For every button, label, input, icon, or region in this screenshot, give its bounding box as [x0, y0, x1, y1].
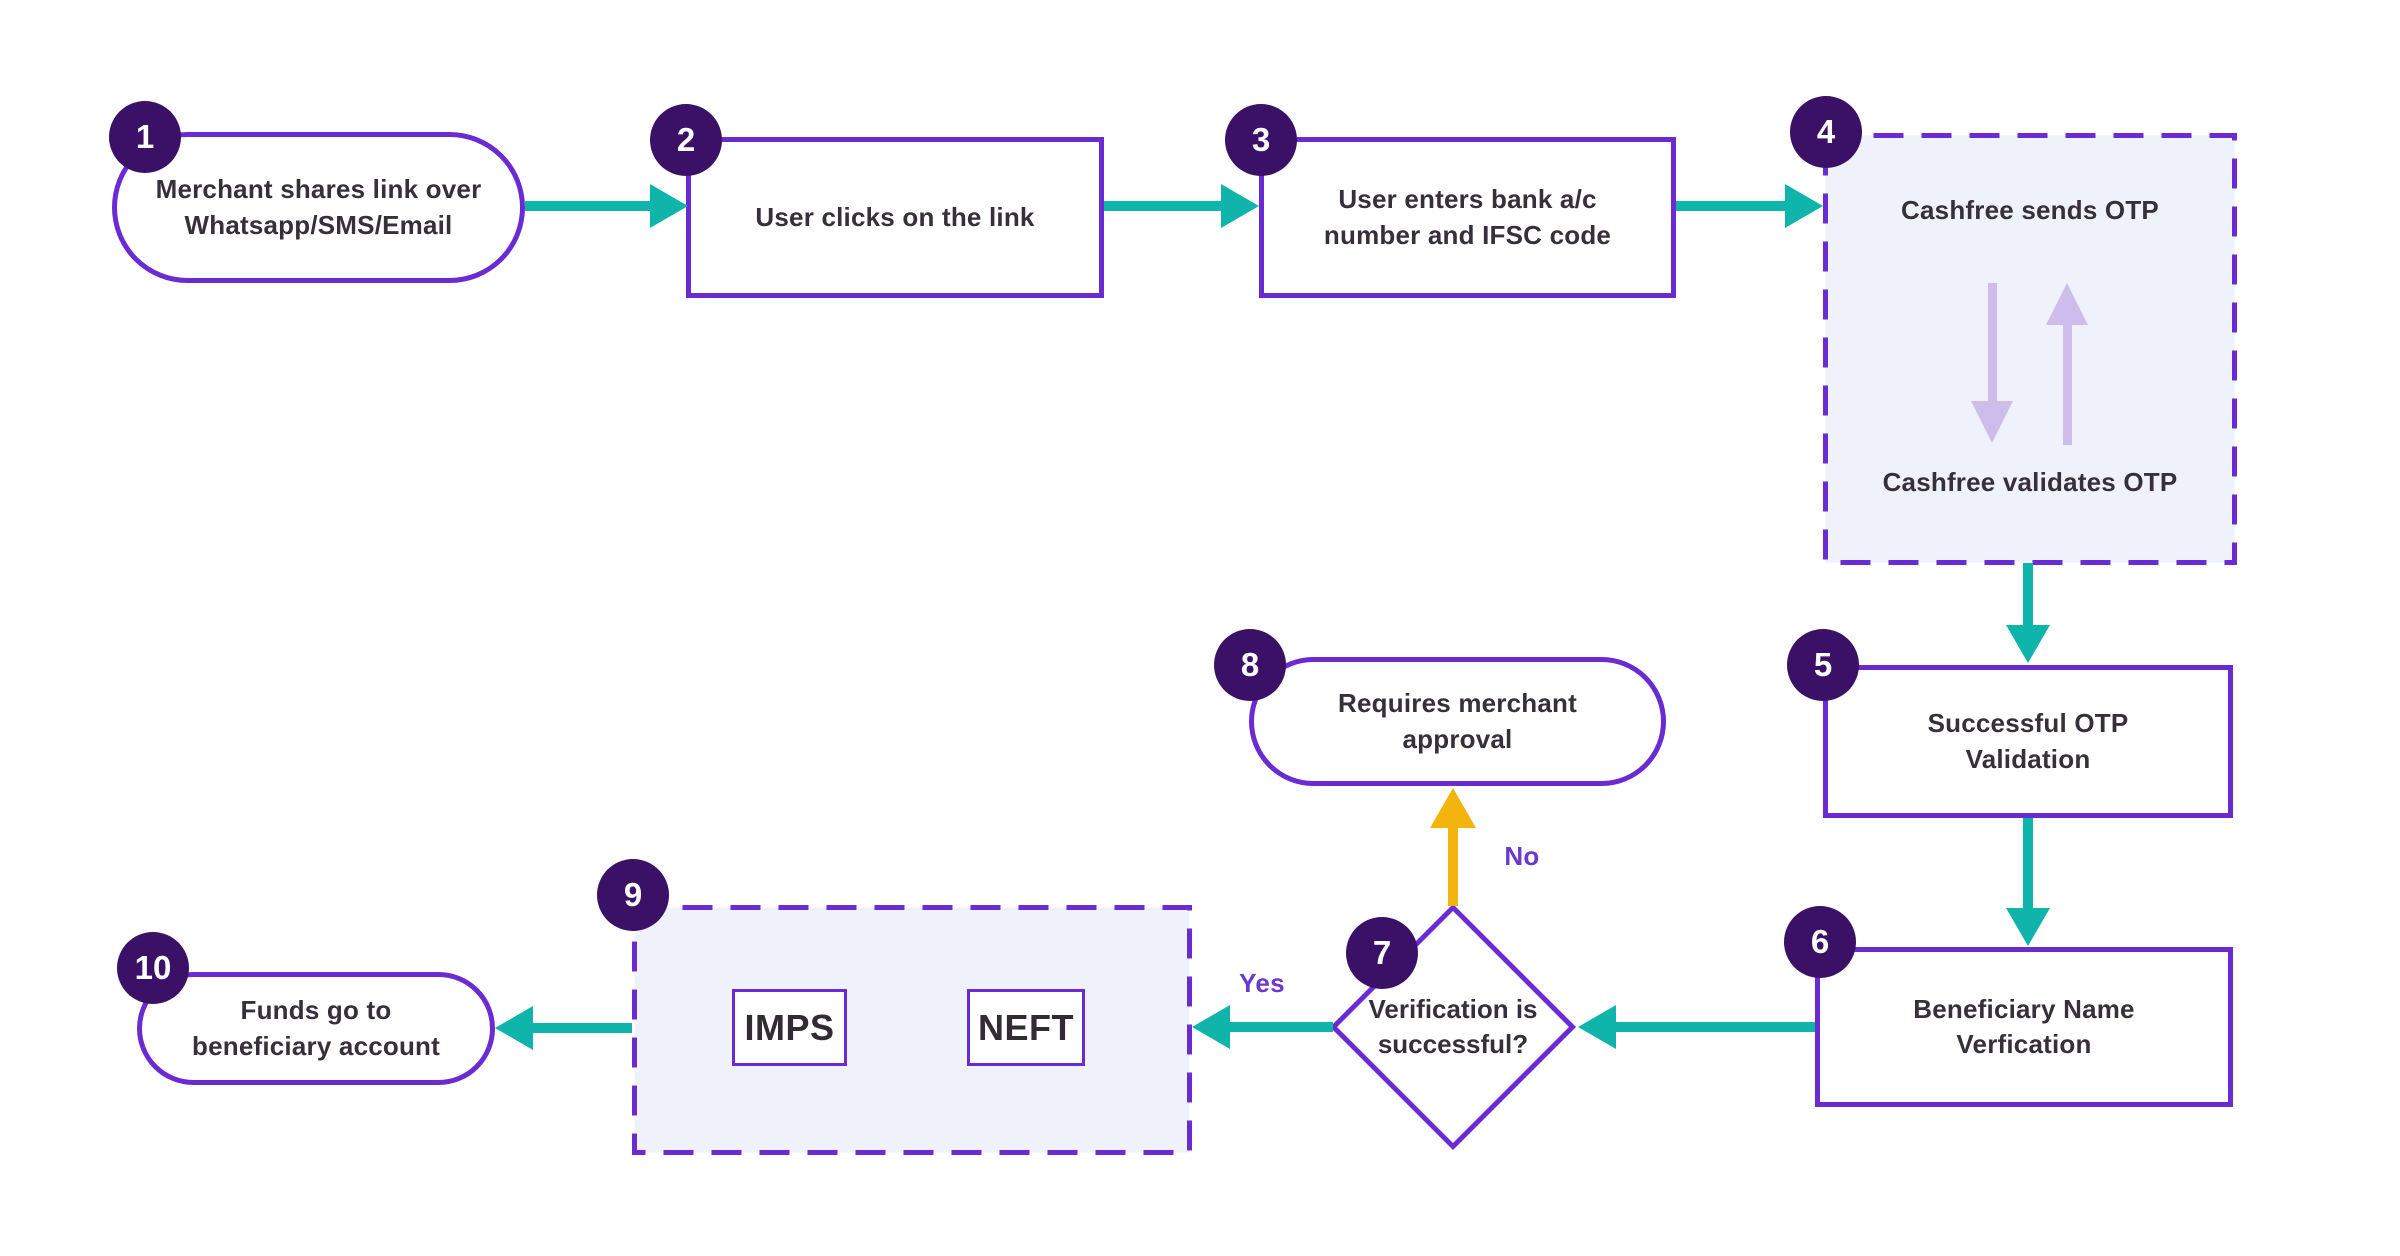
node-label-line: Requires merchant: [1338, 688, 1577, 719]
arrow-yes-head: [1192, 1005, 1230, 1049]
neft-box: NEFT: [967, 989, 1085, 1066]
node-otp-validated: Successful OTP Validation: [1823, 665, 2233, 818]
node-label-line: number and IFSC code: [1323, 219, 1612, 250]
arrow-yes-shaft: [1228, 1022, 1333, 1032]
node-payout-rails-panel: IMPS NEFT: [632, 905, 1192, 1155]
arrow-5-6-shaft: [2023, 818, 2033, 912]
badge-number: 5: [1813, 646, 1833, 683]
node-label-line: Whatsapp/SMS/Email: [184, 209, 453, 240]
node-label-line: beneficiary account: [192, 1030, 440, 1061]
badge-number: 6: [1810, 923, 1830, 960]
badge-number: 10: [134, 949, 172, 986]
badge-number: 2: [676, 121, 696, 158]
arrow-no-shaft: [1448, 826, 1458, 906]
step-badge-6: 6: [1784, 906, 1856, 978]
node-otp-exchange-panel: Cashfree sends OTP Cashfree validates OT…: [1823, 133, 2237, 565]
node-label-line: Beneficiary Name: [1913, 993, 2135, 1024]
edge-label-yes: Yes: [1239, 968, 1285, 998]
node-beneficiary-name-verification: Beneficiary Name Verfication: [1815, 947, 2233, 1107]
node-user-clicks-link: User clicks on the link: [686, 137, 1104, 298]
arrow-2-3-shaft: [1104, 201, 1224, 211]
arrow-3-4-head: [1785, 184, 1823, 228]
node-funds-to-beneficiary: Funds go to beneficiary account: [137, 972, 495, 1085]
step-badge-9: 9: [597, 859, 669, 931]
arrow-4-5-head: [2006, 625, 2050, 663]
badge-number: 4: [1816, 113, 1836, 150]
badge-number: 8: [1240, 646, 1260, 683]
node-label-line: approval: [1402, 723, 1513, 754]
step-badge-8: 8: [1214, 629, 1286, 701]
step-badge-10: 10: [117, 932, 189, 1004]
node-label-line: Funds go to: [240, 995, 392, 1026]
node-label-line: User clicks on the link: [755, 201, 1035, 232]
arrow-1-2-head: [650, 184, 688, 228]
dashed-border: [632, 905, 1192, 1155]
badge-number: 7: [1372, 934, 1392, 971]
otp-down-arrow-shaft: [1988, 283, 1997, 403]
node-label-line: User enters bank a/c: [1338, 184, 1597, 215]
node-enter-bank-details: User enters bank a/c number and IFSC cod…: [1259, 137, 1676, 298]
arrow-9-10-head: [495, 1006, 533, 1050]
step-badge-4: 4: [1790, 96, 1862, 168]
otp-down-arrow-head: [1971, 401, 2013, 443]
step-badge-5: 5: [1787, 629, 1859, 701]
node-merchant-approval: Requires merchant approval: [1249, 657, 1666, 786]
arrow-5-6-head: [2006, 908, 2050, 946]
edge-label-no: No: [1504, 841, 1540, 871]
otp-up-arrow-shaft: [2063, 325, 2072, 445]
arrow-4-5-shaft: [2023, 563, 2033, 628]
arrow-no-head: [1430, 788, 1476, 828]
step-badge-2: 2: [650, 104, 722, 176]
node-label-line: Verification is: [1368, 994, 1538, 1024]
arrow-6-7-head: [1578, 1005, 1616, 1049]
imps-box: IMPS: [732, 989, 847, 1066]
otp-validate-label: Cashfree validates OTP: [1882, 467, 2178, 497]
otp-up-arrow-head: [2046, 283, 2088, 325]
step-badge-7: 7: [1346, 917, 1418, 989]
node-label-line: successful?: [1377, 1029, 1529, 1060]
node-label-line: Successful OTP: [1927, 708, 2129, 739]
node-label-line: Validation: [1965, 743, 2091, 774]
node-label-line: Merchant shares link over: [155, 174, 482, 205]
decision-label: Verification is successful?: [1343, 992, 1563, 1062]
node-merchant-shares-link: Merchant shares link over Whatsapp/SMS/E…: [112, 132, 525, 283]
step-badge-1: 1: [109, 101, 181, 173]
step-badge-3: 3: [1225, 104, 1297, 176]
arrow-9-10-shaft: [530, 1023, 632, 1033]
badge-number: 3: [1251, 121, 1271, 158]
badge-number: 1: [135, 118, 155, 155]
arrow-1-2-shaft: [525, 201, 653, 211]
arrow-2-3-head: [1221, 184, 1259, 228]
node-label-line: Verfication: [1956, 1029, 2092, 1059]
arrow-3-4-shaft: [1676, 201, 1788, 211]
otp-send-label: Cashfree sends OTP: [1901, 195, 2159, 225]
badge-number: 9: [623, 876, 643, 913]
arrow-6-7-shaft: [1612, 1022, 1815, 1032]
dashed-border: [1823, 133, 2237, 565]
